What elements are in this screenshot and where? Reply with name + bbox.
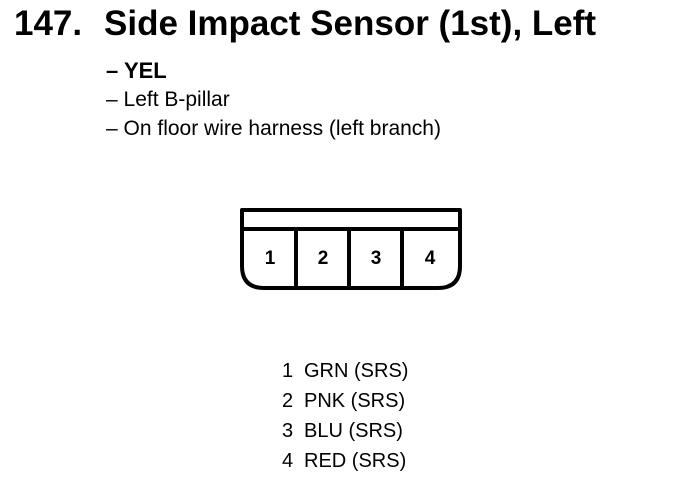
terminal-2: 2	[318, 248, 329, 269]
wire-desc: GRN (SRS)	[304, 360, 409, 382]
detail-location: – Left B-pillar	[106, 88, 230, 111]
wire-desc: BLU (SRS)	[304, 420, 403, 442]
connector-title: Side Impact Sensor (1st), Left	[104, 4, 597, 43]
wire-item: 4 RED (SRS)	[282, 446, 408, 476]
page-title: 147. Side Impact Sensor (1st), Left	[14, 0, 596, 48]
wire-item: 2 PNK (SRS)	[282, 386, 408, 416]
wire-item: 1 GRN (SRS)	[282, 356, 408, 386]
detail-harness: – On floor wire harness (left branch)	[106, 117, 441, 140]
connector-details: – YEL – Left B-pillar – On floor wire ha…	[106, 56, 441, 143]
wire-pin: 1	[282, 360, 294, 382]
terminal-1: 1	[265, 248, 276, 269]
wire-pin: 3	[282, 420, 294, 442]
wire-item: 3 BLU (SRS)	[282, 416, 408, 446]
wire-desc: RED (SRS)	[304, 450, 407, 472]
wire-list: 1 GRN (SRS) 2 PNK (SRS) 3 BLU (SRS) 4 RED (S…	[282, 356, 408, 476]
connector-number: 147.	[14, 4, 83, 43]
wire-pin: 4	[282, 450, 294, 472]
wire-desc: PNK (SRS)	[304, 390, 406, 412]
terminal-3: 3	[371, 248, 382, 269]
terminal-4: 4	[425, 248, 436, 269]
wire-pin: 2	[282, 390, 294, 412]
connector-diagram: 1 2 3 4	[240, 208, 462, 290]
detail-color: – YEL	[106, 58, 167, 83]
